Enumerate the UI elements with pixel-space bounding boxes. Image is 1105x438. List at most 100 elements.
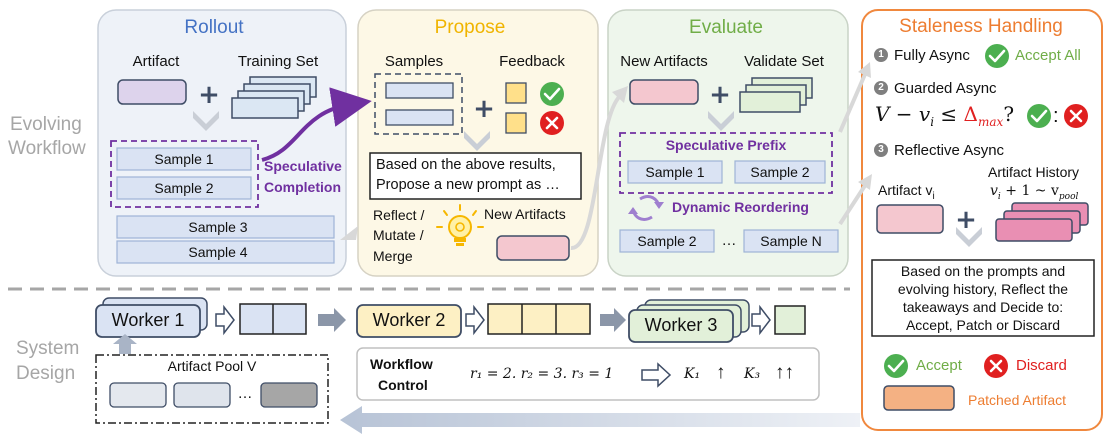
rollout-plus-icon: + (198, 80, 220, 110)
artifact-pool-label: Artifact Pool V (167, 358, 257, 374)
evaluate-new-artifacts-label: New Artifacts (620, 53, 708, 70)
evaluate-prefix-sample-2-label: Sample 2 (750, 164, 810, 180)
patched-artifact-label: Patched Artifact (968, 392, 1067, 408)
formula-max: max (978, 115, 1004, 129)
validate-set-label: Validate Set (744, 53, 824, 70)
rollout-title: Rollout (184, 17, 244, 38)
item3-number-badge (874, 143, 888, 157)
feedback-box-1 (505, 82, 527, 104)
propose-plus-icon: + (473, 94, 495, 124)
system-label-line1: System (16, 338, 80, 359)
workflow-control-box (356, 347, 820, 401)
evolving-label-line2: Workflow (8, 138, 86, 159)
evaluate-to-staleness-arrow-bottom (838, 182, 868, 226)
propose-prompt-box (369, 152, 582, 200)
artifact-history-stack-icon (995, 202, 1089, 242)
evaluate-prefix-sample-1-box (627, 160, 723, 184)
worker-ratios: r₁ = 2. r₂ = 3. r₃ = 1 (470, 366, 614, 382)
accept-all-check-icon (985, 44, 1009, 68)
evaluate-new-artifacts-box (629, 79, 699, 105)
discard-label: Discard (1016, 357, 1067, 374)
propose-feedback-label: Feedback (499, 53, 565, 70)
staleness-reflect-line3: takeaways and Decide to: (902, 299, 1064, 315)
artifact-history-label: Artifact History (988, 164, 1080, 180)
discard-cross-icon (984, 354, 1008, 378)
dynamic-reordering-label: Dynamic Reordering (672, 199, 809, 215)
k1-up-arrow: ↑ (716, 362, 726, 383)
worker3-outline-arrow-icon (751, 304, 771, 336)
propose-reflect-line1: Reflect / (373, 207, 425, 223)
propose-to-evaluate-curve (570, 94, 622, 251)
formula-lhs: V − v (875, 102, 931, 126)
worker2-box (356, 304, 462, 338)
feedback-loop-arrow (340, 406, 860, 434)
item2-number-badge (874, 81, 888, 95)
staleness-title: Staleness Handling (899, 16, 1063, 37)
rollout-speculative-dashed-box (110, 140, 259, 208)
rollout-sample-3-box (116, 215, 335, 239)
evaluate-to-staleness-arrow-top (838, 71, 868, 133)
artifact-pool-box (95, 354, 329, 424)
speculative-prefix-label: Speculative Prefix (665, 137, 787, 153)
propose-reflect-line3: Merge (373, 248, 413, 264)
evaluate-to-staleness-arrowhead-top (858, 62, 871, 78)
feedback-box-2 (505, 112, 527, 134)
reorder-cycle-icon (628, 195, 664, 221)
staleness-artifact-vi-label: Artifact vi (878, 183, 935, 202)
history-range-label: vi + 1 ~ vpool (990, 184, 1078, 202)
staleness-formula: V − vi ≤ Δmax? (875, 104, 1014, 128)
propose-to-evaluate-arrowhead (612, 86, 628, 103)
speculative-completion-arrow (261, 87, 372, 162)
evaluate-prefix-sample-2-box (734, 160, 826, 184)
formula-cross-icon (1064, 104, 1088, 128)
training-set-stack-icon (231, 76, 317, 119)
artifact-vi-sub: i (932, 190, 935, 202)
accept-check-icon (884, 354, 908, 378)
evolving-label-line1: Evolving (10, 114, 82, 135)
pool-item-3 (260, 382, 318, 408)
feedback-cross-icon (540, 111, 564, 135)
speculative-prefix-dashed-box (619, 132, 833, 194)
worker3-label: Worker 3 (644, 315, 718, 335)
evaluate-to-staleness-arrowhead-bottom (858, 174, 872, 190)
rollout-to-propose-arrow (340, 226, 358, 240)
system-label-line2: Design (16, 363, 76, 384)
evaluate-panel (607, 9, 849, 277)
k1-label: K₁ (684, 366, 701, 382)
pool-ellipsis: … (237, 385, 253, 402)
history-range-mid: + 1 ~ v (1000, 183, 1059, 199)
lightbulb-icon (436, 204, 484, 246)
formula-delta: Δ (963, 102, 978, 126)
feedback-check-icon (540, 82, 564, 106)
history-range-pool: pool (1058, 191, 1079, 202)
staleness-reflect-line2: evolving history, Reflect the (897, 281, 1069, 297)
rollout-sample-2-label: Sample 2 (154, 180, 214, 196)
training-set-label: Training Set (237, 53, 319, 70)
k3-double-up-arrow: ↑↑ (775, 362, 794, 383)
propose-new-artifact-box (496, 235, 570, 261)
worker3-box (628, 309, 734, 343)
propose-prompt-line2: Propose a new prompt as … (376, 177, 560, 193)
evaluate-tail-sample-2-box (619, 229, 715, 253)
k3-label: K₃ (744, 366, 761, 382)
worker1-box (95, 304, 201, 338)
accept-all-label: Accept All (1015, 47, 1081, 64)
rollout-sample-1-box (116, 147, 252, 171)
speculative-completion-line2: Completion (264, 179, 341, 195)
propose-new-artifacts-label: New Artifacts (484, 206, 566, 222)
pool-item-1 (109, 382, 167, 408)
rollout-artifact-label: Artifact (132, 53, 180, 70)
item3-label: Reflective Async (894, 142, 1005, 159)
propose-prompt-line1: Based on the above results, (376, 157, 556, 173)
workflow-control-line2: Control (378, 377, 428, 393)
staleness-reflect-line4: Accept, Patch or Discard (905, 317, 1061, 333)
staleness-down-chevron-icon (956, 227, 982, 247)
speculative-completion-line1: Speculative (264, 158, 342, 174)
propose-sample-line-2 (385, 109, 454, 126)
worker2-outline-arrow-icon (465, 304, 485, 336)
rollout-artifact-box (117, 79, 187, 105)
worker3-queue (774, 305, 806, 335)
worker1-outline-arrow-icon (215, 304, 235, 336)
